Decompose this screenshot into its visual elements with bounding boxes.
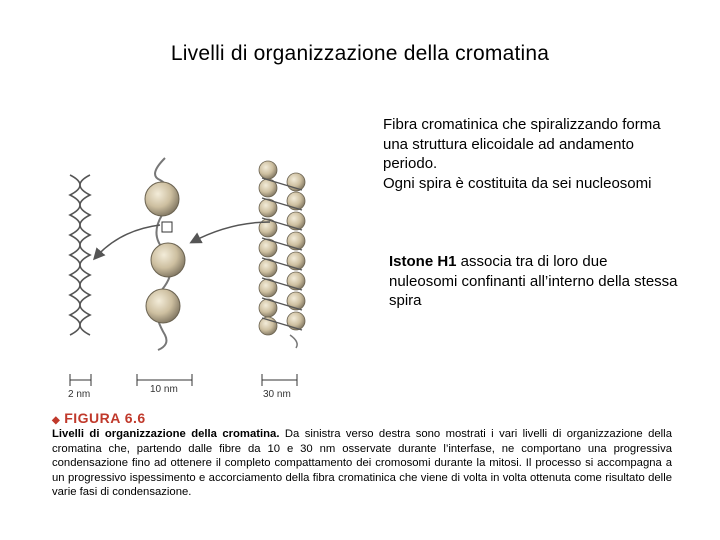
- figure-caption-title: Livelli di organizzazione della cromatin…: [52, 428, 280, 440]
- dna-double-helix: [68, 174, 92, 336]
- fiber-description-line1: Fibra cromatinica che spiralizzando form…: [383, 116, 661, 172]
- fiber-30nm: [258, 160, 306, 349]
- fiber-10nm: [144, 157, 186, 351]
- scale-label-30nm: 30 nm: [263, 389, 291, 400]
- fiber-description-line2: Ogni spira è costituita da sei nucleosom…: [383, 174, 652, 192]
- histone-note-text: associa tra di loro due nuleosomi confin…: [389, 253, 678, 309]
- arrow-to-dna: [93, 224, 161, 261]
- figure-caption: Livelli di organizzazione della cromatin…: [52, 427, 672, 500]
- page-title: Livelli di organizzazione della cromatin…: [170, 42, 550, 65]
- scale-label-10nm: 10 nm: [150, 384, 178, 395]
- fiber-description: Fibra cromatinica che spiralizzando form…: [383, 115, 683, 193]
- figure-label-text: FIGURA 6.6: [64, 410, 146, 426]
- histone-note-term: Istone H1: [389, 253, 457, 270]
- arrow-to-10nm: [189, 221, 271, 244]
- figure-label: ◆FIGURA 6.6: [52, 410, 672, 426]
- figure-caption-text: Da sinistra verso destra sono mostrati i…: [52, 428, 672, 498]
- histone-note: Istone H1 associa tra di loro due nuleos…: [389, 252, 679, 311]
- scale-bars: [69, 374, 298, 386]
- scale-label-2nm: 2 nm: [68, 389, 90, 400]
- triangle-icon: ◆: [52, 415, 61, 426]
- figure-caption-block: ◆FIGURA 6.6 Livelli di organizzazione de…: [52, 410, 672, 500]
